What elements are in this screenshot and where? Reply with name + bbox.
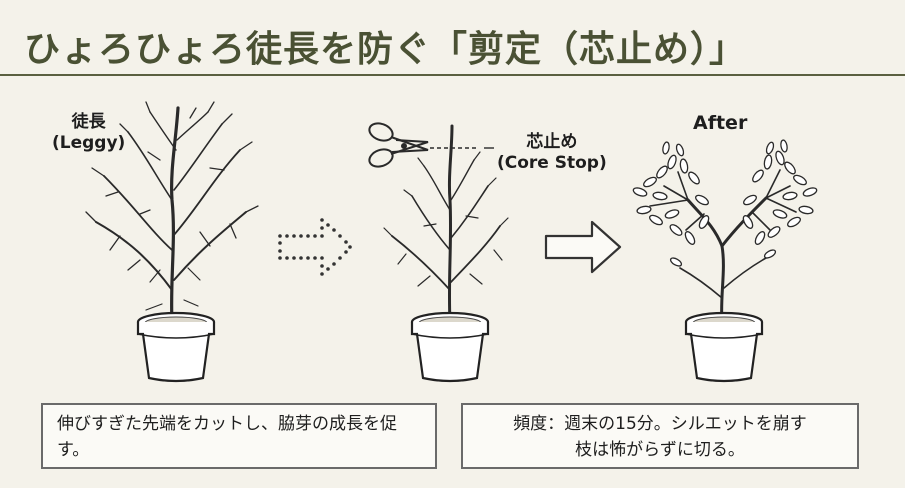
scissors-icon	[368, 122, 429, 168]
after-label: After	[693, 112, 748, 134]
core-stop-label-en: (Core Stop)	[497, 153, 607, 173]
note-right-line1: 頻度：週末の15分。シルエットを崩す	[513, 414, 807, 434]
dotted-arrow	[278, 218, 352, 276]
leggy-plant	[85, 101, 259, 383]
title-divider	[0, 74, 905, 76]
leggy-label: 徒長 (Leggy)	[52, 112, 125, 154]
core-stop-label-jp: 芯止め	[526, 132, 578, 152]
leggy-label-jp: 徒長	[71, 112, 106, 132]
note-right: 頻度：週末の15分。シルエットを崩す 枝は怖がらずに切る。	[461, 403, 859, 469]
core-stop-plant	[383, 124, 509, 383]
outline-arrow	[544, 220, 622, 274]
bushy-plant	[632, 139, 818, 383]
note-left: 伸びすぎた先端をカットし、脇芽の成長を促す。	[41, 403, 437, 469]
note-right-line2: 枝は怖がらずに切る。	[575, 440, 745, 460]
leggy-label-en: (Leggy)	[52, 133, 126, 153]
core-stop-label: 芯止め (Core Stop)	[497, 132, 607, 174]
page-title: ひょろひょろ徒長を防ぐ「剪定（芯止め）」	[24, 29, 747, 70]
